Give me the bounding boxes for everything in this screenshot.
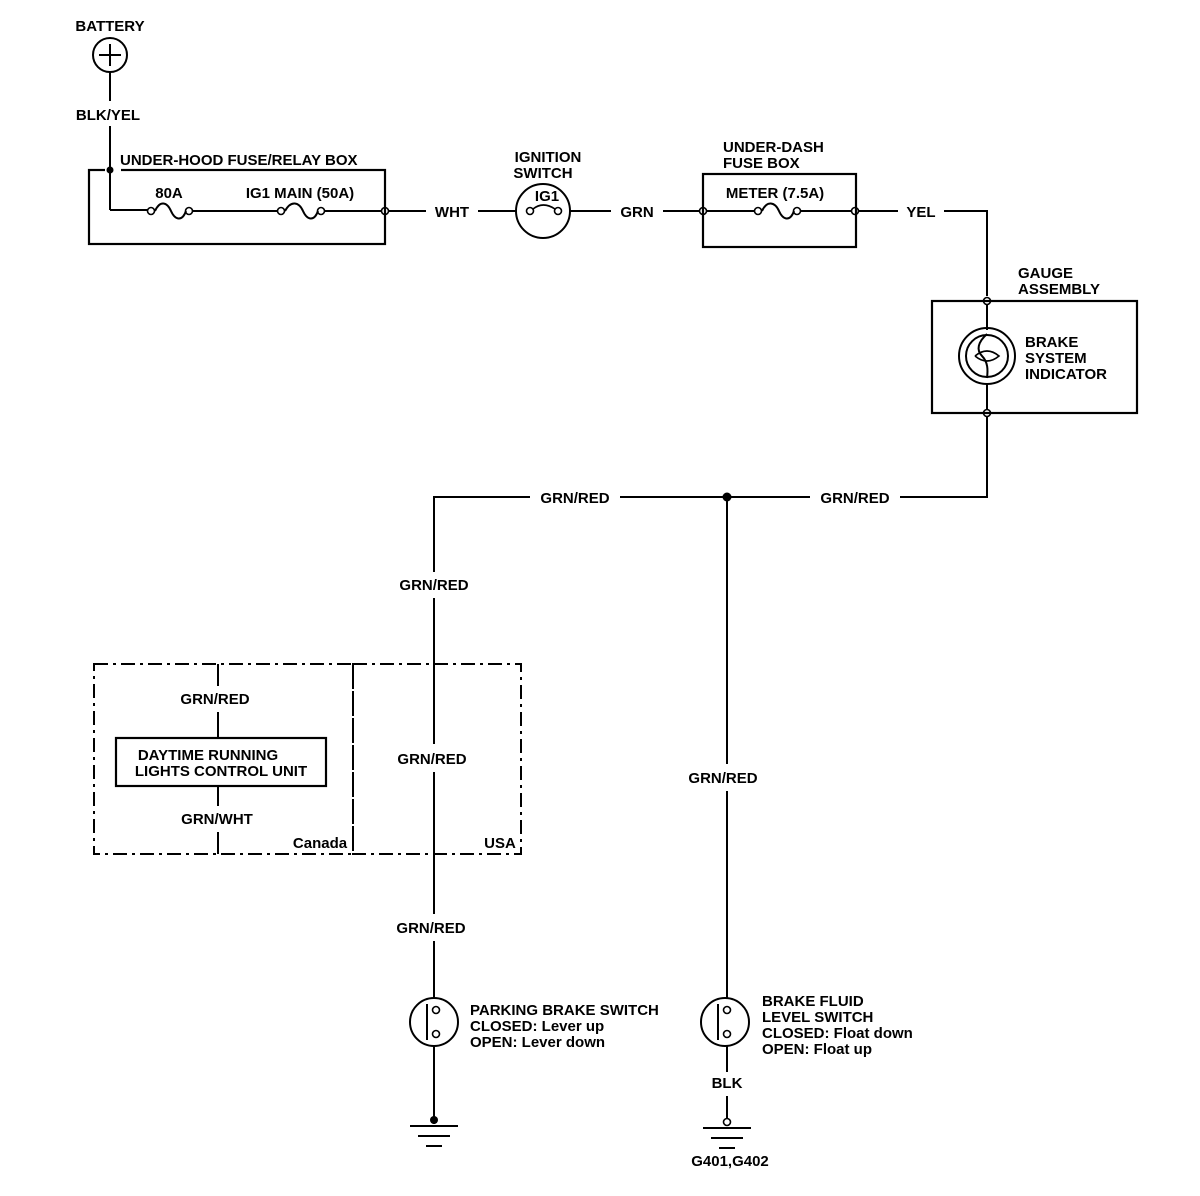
wire-label-grn-red-top-right: GRN/RED xyxy=(820,490,889,507)
wire-label-grn: GRN xyxy=(620,204,653,221)
wire-label-yel: YEL xyxy=(906,204,935,221)
ignition-terminal-label: IG1 xyxy=(535,188,559,205)
battery: BATTERY xyxy=(75,18,145,73)
parking-brake-label-line2: CLOSED: Lever up xyxy=(470,1018,604,1035)
fuse-ig1-main: IG1 MAIN (50A) xyxy=(246,185,354,220)
fuse-80a-label: 80A xyxy=(155,185,183,202)
wire-label-grn-red-right-vertical: GRN/RED xyxy=(688,770,757,787)
fluid-switch-label-line4: OPEN: Float up xyxy=(762,1041,872,1058)
fuse-meter: METER (7.5A) xyxy=(726,185,824,220)
canada-label: Canada xyxy=(293,835,348,852)
wire-label-grn-red-top-left: GRN/RED xyxy=(540,490,609,507)
fluid-switch-label-line3: CLOSED: Float down xyxy=(762,1025,913,1042)
ground-symbol-left xyxy=(410,1116,458,1147)
ignition-title-line2: SWITCH xyxy=(513,165,572,182)
ground-symbol-right xyxy=(703,1117,751,1149)
wire-label-wht: WHT xyxy=(435,204,469,221)
ignition-title-line1: IGNITION xyxy=(515,149,582,166)
wire-label-grn-red-usa: GRN/RED xyxy=(397,751,466,768)
ground-label: G401,G402 xyxy=(691,1153,769,1170)
under-dash-title-line1: UNDER-DASH xyxy=(723,139,824,156)
battery-label: BATTERY xyxy=(75,18,144,35)
fuse-ig1-main-label: IG1 MAIN (50A) xyxy=(246,185,354,202)
usa-option-box: USA xyxy=(352,663,522,855)
under-dash-fuse-box: UNDER-DASH FUSE BOX METER (7.5A) xyxy=(698,139,860,249)
brake-system-indicator-bulb xyxy=(958,305,1016,409)
under-hood-fuse-relay-box: UNDER-HOOD FUSE/RELAY BOX 80A IG1 MAIN (… xyxy=(87,152,390,246)
gauge-title-line2: ASSEMBLY xyxy=(1018,281,1100,298)
fluid-switch-label-line2: LEVEL SWITCH xyxy=(762,1009,873,1026)
brake-fluid-level-switch: BRAKE FLUID LEVEL SWITCH CLOSED: Float d… xyxy=(700,993,913,1058)
wire-label-blk: BLK xyxy=(712,1075,743,1092)
under-dash-title-line2: FUSE BOX xyxy=(723,155,800,172)
fuse-meter-label: METER (7.5A) xyxy=(726,185,824,202)
wire-label-grn-wht: GRN/WHT xyxy=(181,811,253,828)
gauge-assembly: GAUGE ASSEMBLY BRAKE SYSTEM INDICATOR xyxy=(930,265,1139,418)
daytime-running-lights-control-unit xyxy=(114,736,328,788)
wire-grn-red-gauge-down xyxy=(900,417,988,498)
indicator-label-line1: BRAKE xyxy=(1025,334,1078,351)
wire-yel-right xyxy=(944,210,988,296)
fuse-80a: 80A xyxy=(146,185,194,220)
gauge-title-line1: GAUGE xyxy=(1018,265,1073,282)
wire-label-grn-red-lower-left: GRN/RED xyxy=(396,920,465,937)
parking-brake-label-line1: PARKING BRAKE SWITCH xyxy=(470,1002,659,1019)
drl-label-line2: LIGHTS CONTROL UNIT xyxy=(135,763,307,780)
drl-label-line1: DAYTIME RUNNING xyxy=(138,747,278,764)
wire-grn-red-top-left xyxy=(433,496,530,572)
ignition-switch: IGNITION SWITCH IG1 xyxy=(513,149,582,239)
wire-label-grn-red-canada: GRN/RED xyxy=(180,691,249,708)
wire-label-blk-yel: BLK/YEL xyxy=(76,107,140,124)
parking-brake-switch: PARKING BRAKE SWITCH CLOSED: Lever up OP… xyxy=(409,997,659,1051)
usa-label: USA xyxy=(484,835,516,852)
parking-brake-label-line3: OPEN: Lever down xyxy=(470,1034,605,1051)
canada-option-box: Canada GRN/RED DAYTIME RUNNING LIGHTS CO… xyxy=(93,663,354,855)
fluid-switch-label-line1: BRAKE FLUID xyxy=(762,993,864,1010)
indicator-label-line2: SYSTEM xyxy=(1025,350,1087,367)
wire-label-grn-red-left-vertical: GRN/RED xyxy=(399,577,468,594)
indicator-label-line3: INDICATOR xyxy=(1025,366,1107,383)
under-hood-title: UNDER-HOOD FUSE/RELAY BOX xyxy=(120,152,358,169)
